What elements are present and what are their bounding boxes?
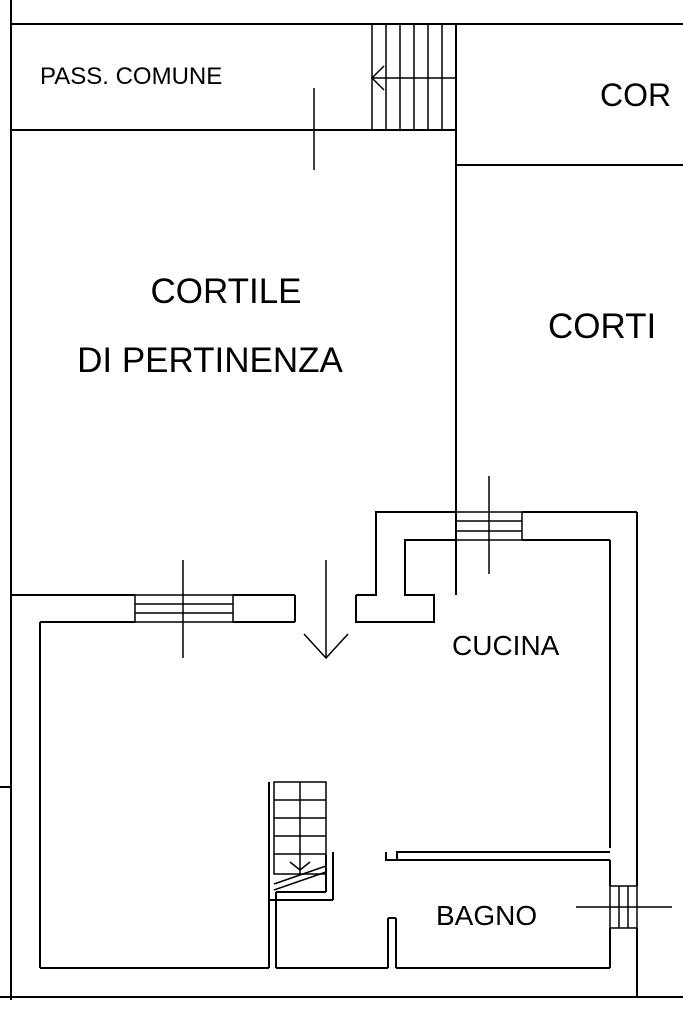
label-cortile-right: CORTI [548,307,656,346]
window-bathroom [576,885,672,929]
label-cortile-pertinenza-line1: CORTILE [150,272,301,311]
entrance-arrow-icon [303,560,349,660]
label-bagno: BAGNO [436,900,537,931]
house-walls [11,511,638,997]
label-cucina: CUCINA [452,630,560,661]
passage-stair [370,23,457,131]
window-top-left [134,560,234,658]
label-cortile-pertinenza-line2: DI PERTINENZA [77,341,343,380]
label-cortile-top-right: COR [600,77,671,113]
window-kitchen [455,476,523,574]
internal-stair [273,781,327,891]
label-pass-comune: PASS. COMUNE [40,63,222,90]
site-boundary [0,0,683,1000]
